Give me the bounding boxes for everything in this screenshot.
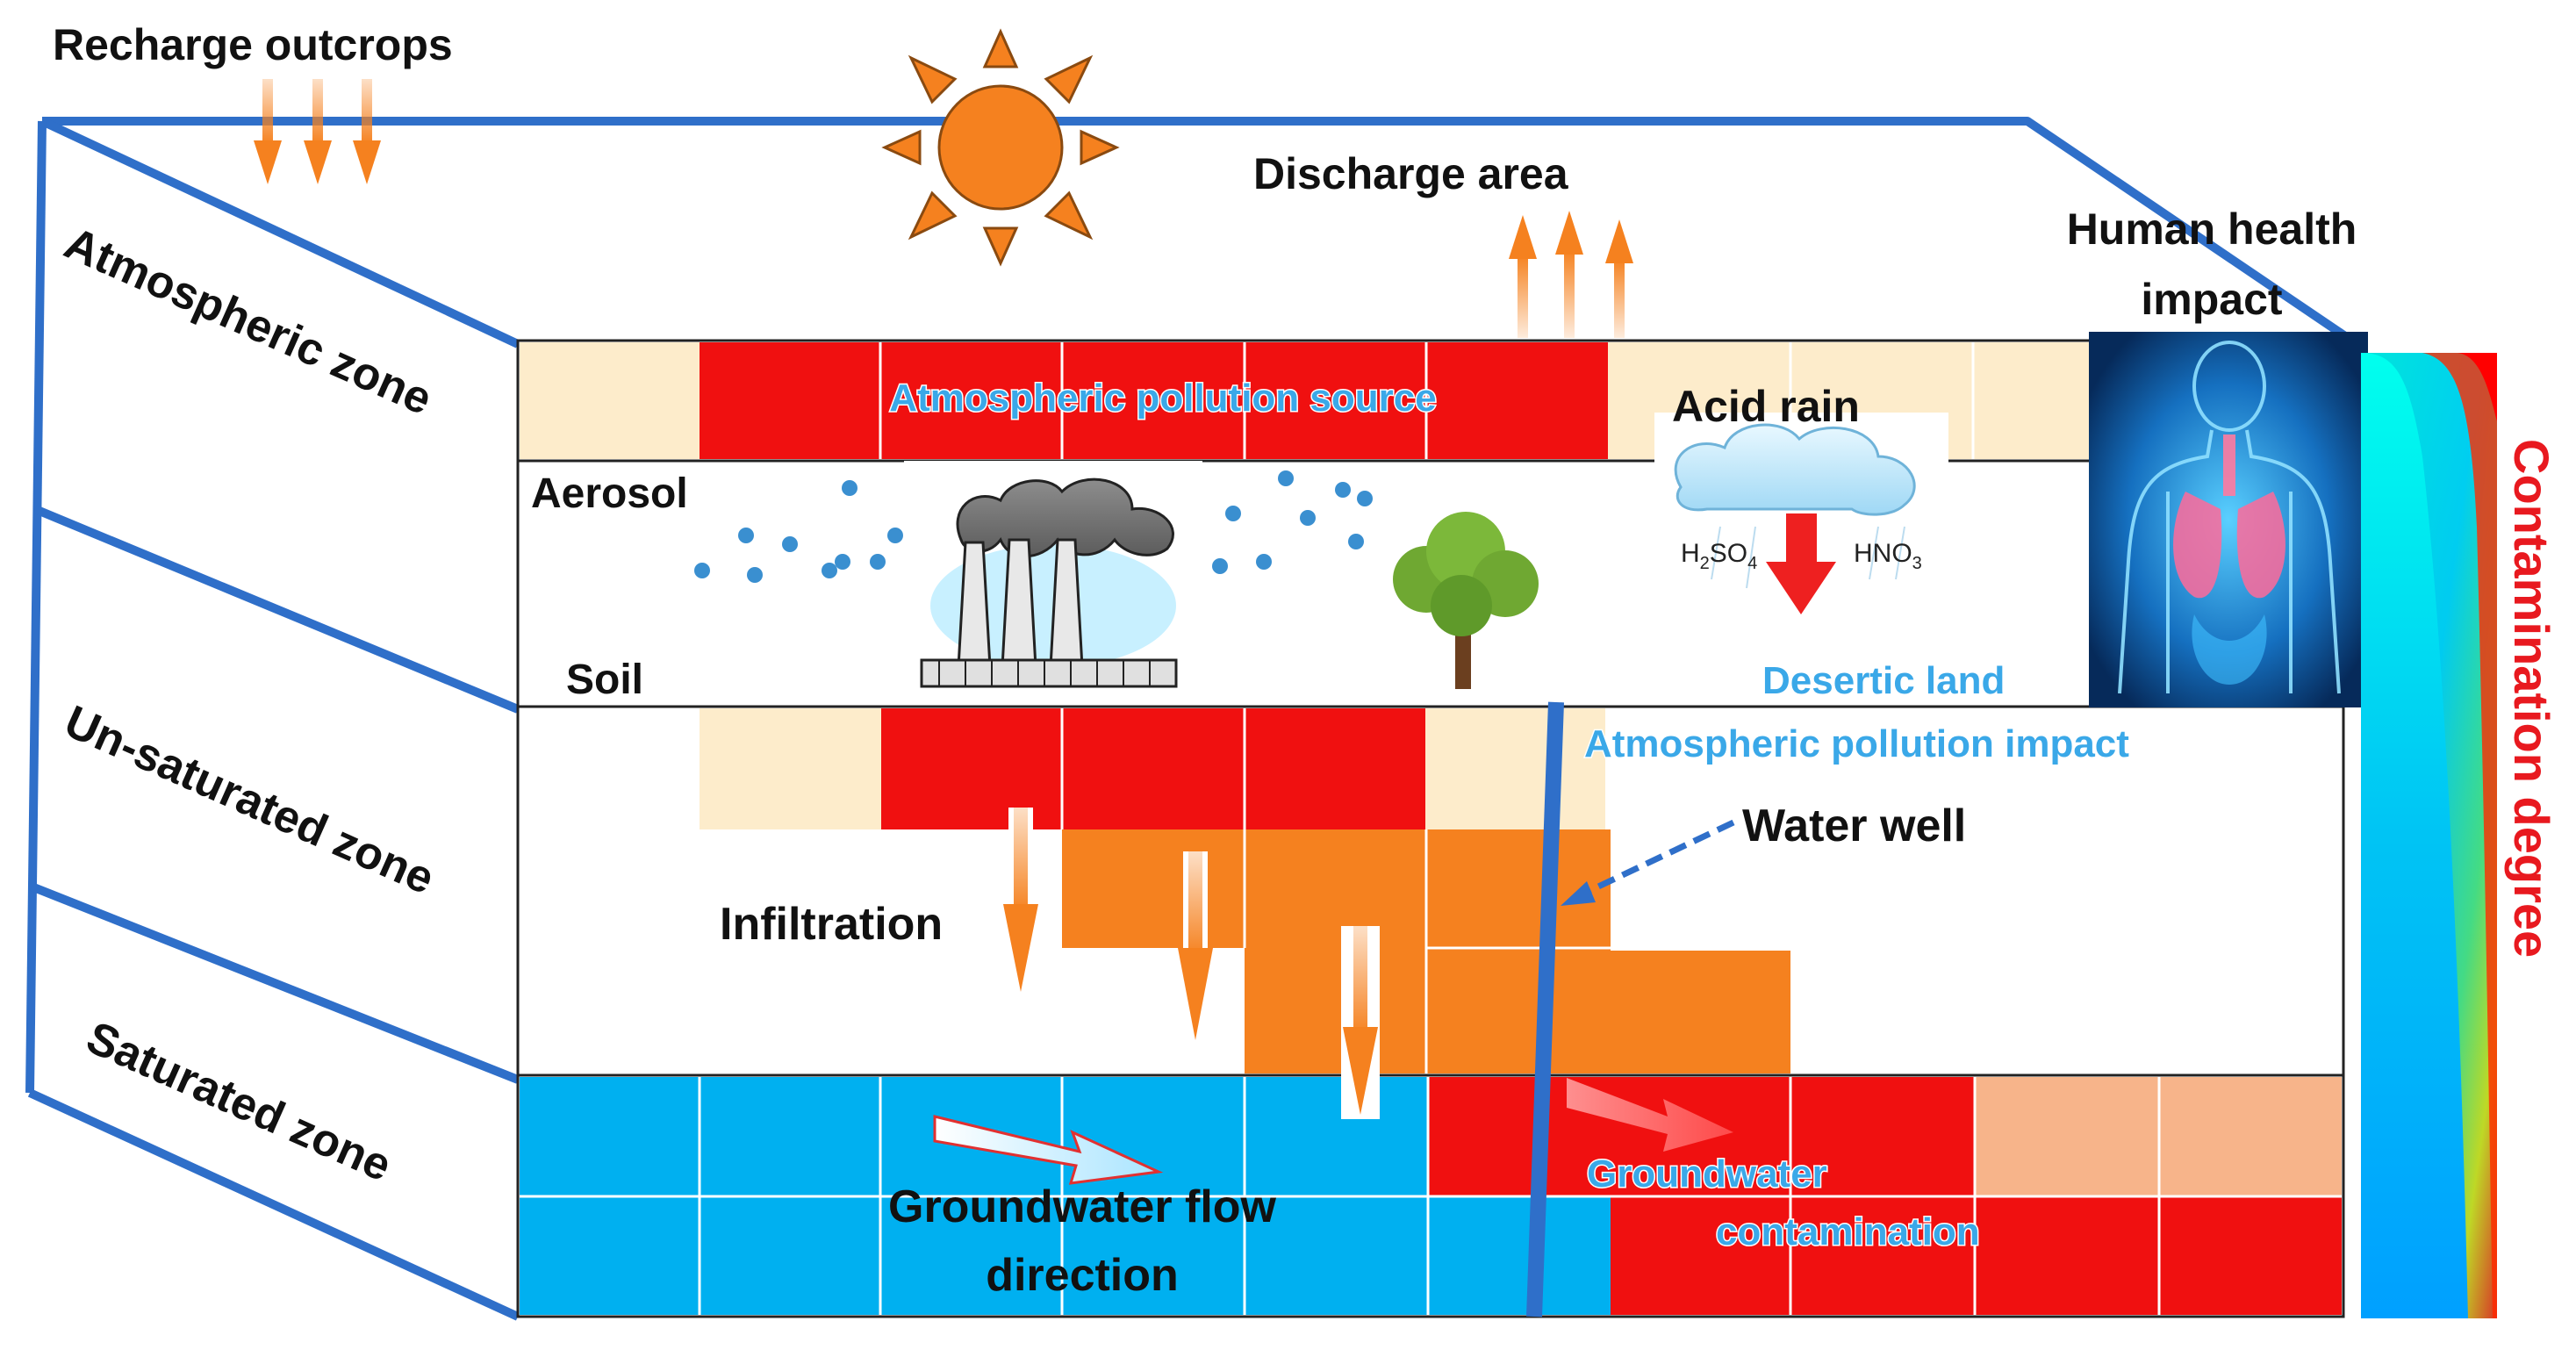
water-well — [1526, 701, 1564, 1318]
recharge-arrows — [254, 79, 381, 184]
groundwater-flow-label-line1: Groundwater flow — [888, 1181, 1277, 1232]
h2so4-label: H2SO4 — [1681, 539, 1757, 573]
human-body-icon — [2089, 332, 2368, 707]
groundwater-flow-arrow — [933, 1115, 1164, 1185]
factory-icon — [904, 461, 1202, 691]
contamination-degree-label: Contamination degree — [2504, 439, 2559, 958]
tree-icon — [1393, 512, 1539, 689]
groundwater-flow-label-line2: direction — [986, 1250, 1179, 1301]
water-well-pointer — [1561, 819, 1735, 906]
unsaturated-zone-block — [516, 705, 2345, 1077]
aerosol-label: Aerosol — [531, 470, 688, 517]
cloud-icon — [1654, 413, 1948, 676]
infiltration-label: Infiltration — [720, 899, 943, 950]
discharge-arrows — [1509, 211, 1633, 338]
human-health-label-line1: Human health — [2067, 205, 2357, 254]
saturated-zone-block — [516, 1073, 2345, 1318]
contamination-flow-arrow — [1567, 1078, 1733, 1152]
contamination-legend — [2361, 353, 2497, 1318]
atmospheric-zone-label: Atmospheric zone — [57, 218, 439, 425]
acid-rain-label: Acid rain — [1672, 382, 1860, 431]
groundwater-contamination-label-line2: contamination — [1716, 1210, 1980, 1253]
discharge-label: Discharge area — [1253, 149, 1569, 198]
atmospheric-strip — [516, 339, 2345, 463]
desertic-land-label: Desertic land — [1762, 659, 2005, 702]
sun-icon — [881, 28, 1120, 267]
water-well-label: Water well — [1742, 801, 1966, 851]
unsaturated-zone-label: Un-saturated zone — [57, 696, 441, 904]
soil-label: Soil — [566, 657, 643, 703]
atmospheric-impact-label: Atmospheric pollution impact — [1584, 722, 2129, 765]
groundwater-contamination-label-line1: Groundwater — [1587, 1152, 1827, 1195]
infiltration-arrows — [1003, 808, 1380, 1119]
human-health-label-line2: impact — [2141, 275, 2283, 324]
saturated-zone-label: Saturated zone — [79, 1012, 398, 1192]
hno3-label: HNO3 — [1854, 539, 1922, 573]
recharge-label: Recharge outcrops — [53, 20, 453, 69]
atmospheric-source-label: Atmospheric pollution source — [889, 377, 1436, 420]
frame — [25, 117, 2350, 1321]
